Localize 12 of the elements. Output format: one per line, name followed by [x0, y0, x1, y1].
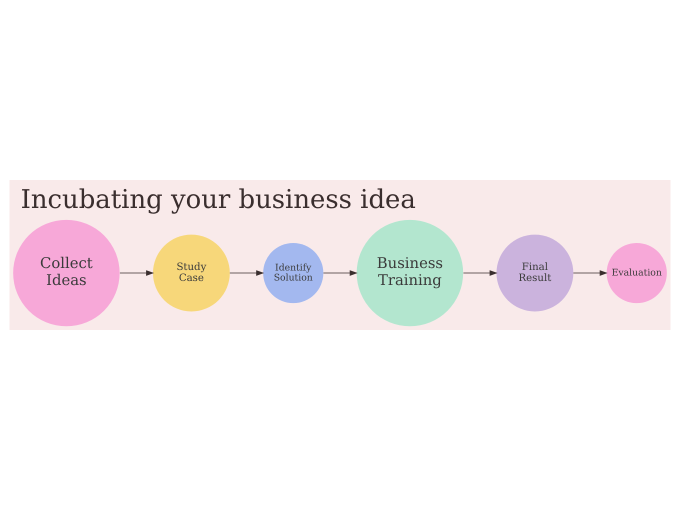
- node-circle: Evaluation: [606, 242, 667, 304]
- node-circle: Identify Solution: [263, 242, 324, 304]
- node-circle: Collect Ideas: [13, 220, 120, 326]
- node-circle: Business Training: [356, 220, 464, 326]
- arrow: [572, 270, 608, 276]
- diagram-title: Incubating your business idea: [20, 185, 416, 216]
- arrow: [229, 270, 264, 276]
- arrow: [120, 270, 154, 276]
- arrow: [323, 270, 358, 276]
- node-circle: Study Case: [152, 234, 230, 312]
- node-circle: Final Result: [496, 234, 574, 312]
- arrow: [463, 270, 498, 276]
